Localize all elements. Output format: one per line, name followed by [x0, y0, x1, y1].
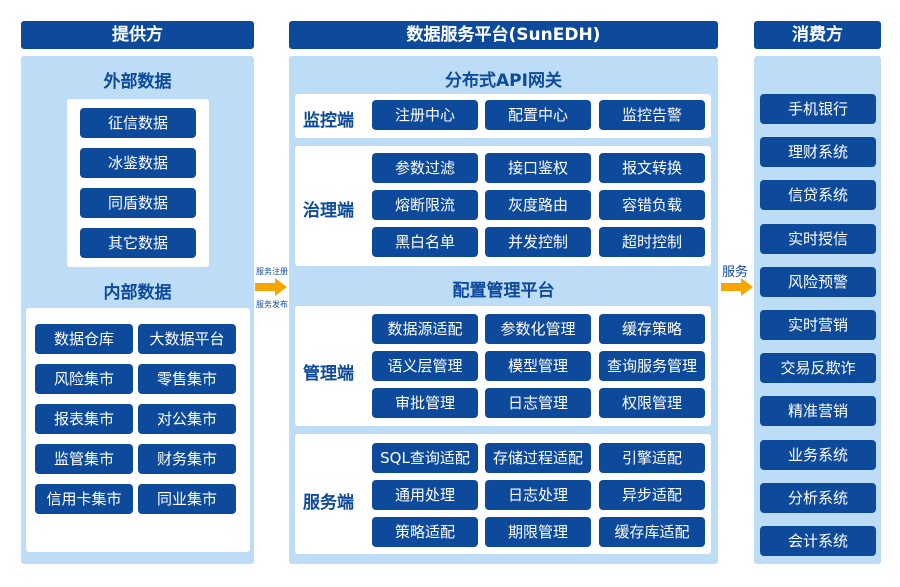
monitor-item: 注册中心	[372, 100, 478, 130]
consumer-item: 实时营销	[760, 310, 876, 340]
manage-item: 查询服务管理	[599, 351, 705, 381]
manage-label: 管理端	[303, 364, 354, 384]
govern-item: 超时控制	[599, 227, 705, 257]
internal-data-item: 零售集市	[138, 364, 236, 394]
service-item: 通用处理	[372, 480, 478, 510]
consumer-item: 交易反欺诈	[760, 353, 876, 384]
consumer-item: 业务系统	[760, 439, 876, 470]
service-label: 服务端	[303, 493, 354, 513]
govern-item: 接口鉴权	[485, 153, 591, 183]
internal-data-item: 风险集市	[35, 364, 133, 394]
govern-item: 黑白名单	[372, 227, 478, 257]
external-data-item: 同盾数据	[80, 188, 196, 218]
manage-item: 模型管理	[485, 351, 591, 381]
internal-data-item: 对公集市	[138, 404, 236, 434]
internal-data-item: 信用卡集市	[35, 484, 133, 514]
service-item: SQL查询适配	[372, 443, 478, 473]
config-platform-title: 配置管理平台	[452, 281, 555, 301]
manage-item: 语义层管理	[372, 351, 478, 381]
service-publish-label: 服务发布	[256, 300, 288, 309]
govern-label: 治理端	[303, 201, 354, 221]
consumer-item: 精准营销	[760, 396, 876, 427]
monitor-label: 监控端	[303, 111, 354, 131]
internal-data-item: 监管集市	[35, 444, 133, 474]
gateway-title: 分布式API网关	[445, 71, 562, 91]
manage-item: 缓存策略	[599, 314, 705, 344]
external-data-item: 征信数据	[80, 108, 196, 138]
internal-data-item: 同业集市	[138, 484, 236, 514]
consumer-item: 理财系统	[760, 137, 876, 168]
service-register-label: 服务注册	[256, 267, 288, 276]
external-data-item: 其它数据	[80, 228, 196, 258]
internal-data-item: 数据仓库	[35, 324, 133, 354]
consumer-item: 实时授信	[760, 223, 876, 254]
service-item: 日志处理	[485, 480, 591, 510]
provider-header: 提供方	[21, 21, 254, 49]
right-arrow-icon	[721, 278, 753, 296]
internal-data-title: 内部数据	[103, 283, 172, 303]
service-item: 引擎适配	[599, 443, 705, 473]
internal-data-item: 报表集市	[35, 404, 133, 434]
service-arrow-label: 服务	[722, 265, 749, 280]
govern-item: 灰度路由	[485, 190, 591, 220]
internal-data-item: 财务集市	[138, 444, 236, 474]
external-data-item: 冰鉴数据	[80, 148, 196, 178]
manage-item: 参数化管理	[485, 314, 591, 344]
service-item: 策略适配	[372, 517, 478, 547]
consumer-item: 手机银行	[760, 94, 876, 124]
monitor-item: 监控告警	[599, 100, 705, 130]
consumer-header: 消费方	[754, 21, 881, 49]
manage-item: 权限管理	[599, 388, 705, 418]
consumer-item: 风险预警	[760, 266, 876, 297]
govern-item: 熔断限流	[372, 190, 478, 220]
service-item: 缓存库适配	[599, 517, 705, 547]
govern-item: 参数过滤	[372, 153, 478, 183]
govern-item: 容错负载	[599, 190, 705, 220]
consumer-item: 分析系统	[760, 482, 876, 513]
consumer-item: 会计系统	[760, 526, 876, 556]
manage-item: 日志管理	[485, 388, 591, 418]
service-item: 异步适配	[599, 480, 705, 510]
govern-item: 报文转换	[599, 153, 705, 183]
service-item: 期限管理	[485, 517, 591, 547]
monitor-item: 配置中心	[485, 100, 591, 130]
consumer-item: 信贷系统	[760, 180, 876, 211]
internal-data-item: 大数据平台	[138, 324, 236, 354]
right-arrow-icon	[255, 278, 287, 296]
external-data-title: 外部数据	[103, 72, 172, 92]
platform-header: 数据服务平台(SunEDH)	[289, 21, 718, 49]
govern-item: 并发控制	[485, 227, 591, 257]
manage-item: 数据源适配	[372, 314, 478, 344]
manage-item: 审批管理	[372, 388, 478, 418]
service-item: 存储过程适配	[485, 443, 591, 473]
